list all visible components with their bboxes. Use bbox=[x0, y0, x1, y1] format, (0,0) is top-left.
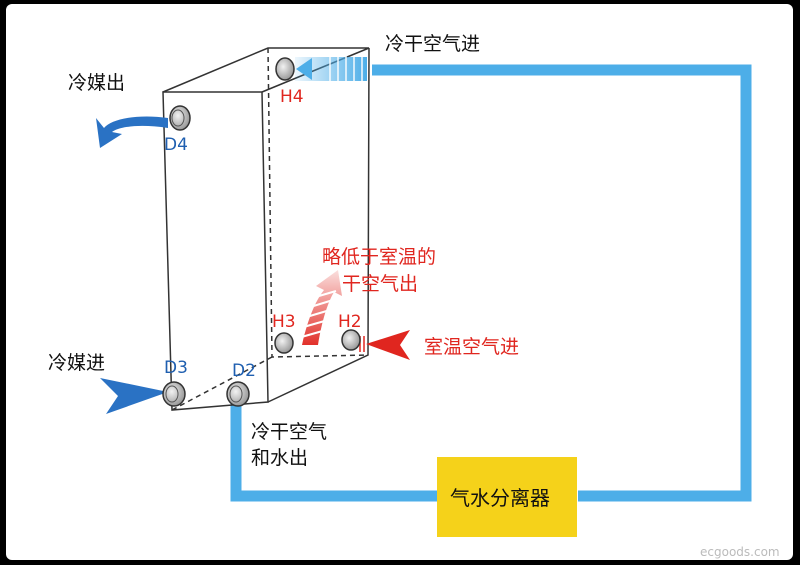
pipe-loop bbox=[230, 64, 752, 502]
watermark: ecgoods.com bbox=[700, 545, 780, 559]
room-temp-air-in-label: 室温空气进 bbox=[424, 336, 519, 358]
slightly-below-room-label-line2: 干空气出 bbox=[342, 273, 418, 295]
cold-air-in-arrow bbox=[295, 56, 367, 82]
port-d2 bbox=[226, 381, 250, 407]
refrigerant-out-label: 冷媒出 bbox=[68, 72, 125, 94]
port-h3 bbox=[274, 332, 294, 354]
port-d2-label: D2 bbox=[232, 361, 256, 381]
separator-box bbox=[437, 457, 577, 537]
port-d3 bbox=[162, 381, 186, 407]
port-h3-label: H3 bbox=[272, 312, 296, 332]
port-h4 bbox=[275, 57, 295, 81]
port-d4 bbox=[169, 105, 191, 131]
port-h2 bbox=[341, 329, 361, 351]
separator-label: 气水分离器 bbox=[450, 486, 550, 510]
refrigerant-out-arrow bbox=[96, 116, 168, 148]
refrigerant-in-arrow bbox=[100, 378, 168, 414]
port-d4-label: D4 bbox=[164, 135, 188, 155]
port-d3-label: D3 bbox=[164, 358, 188, 378]
dry-air-out-arrow bbox=[297, 270, 342, 345]
port-h2-label: H2 bbox=[338, 312, 362, 332]
port-h4-label: H4 bbox=[280, 87, 304, 107]
slightly-below-room-label-line1: 略低于室温的 bbox=[322, 246, 436, 268]
refrigerant-in-label: 冷媒进 bbox=[48, 352, 105, 374]
cold-dry-air-water-out-label-line1: 冷干空气 bbox=[251, 421, 327, 443]
cold-dry-air-in-label: 冷干空气进 bbox=[385, 33, 480, 55]
heat-exchanger-box bbox=[162, 47, 370, 411]
diagram-canvas bbox=[6, 4, 793, 560]
cold-dry-air-water-out-label-line2: 和水出 bbox=[251, 447, 308, 469]
